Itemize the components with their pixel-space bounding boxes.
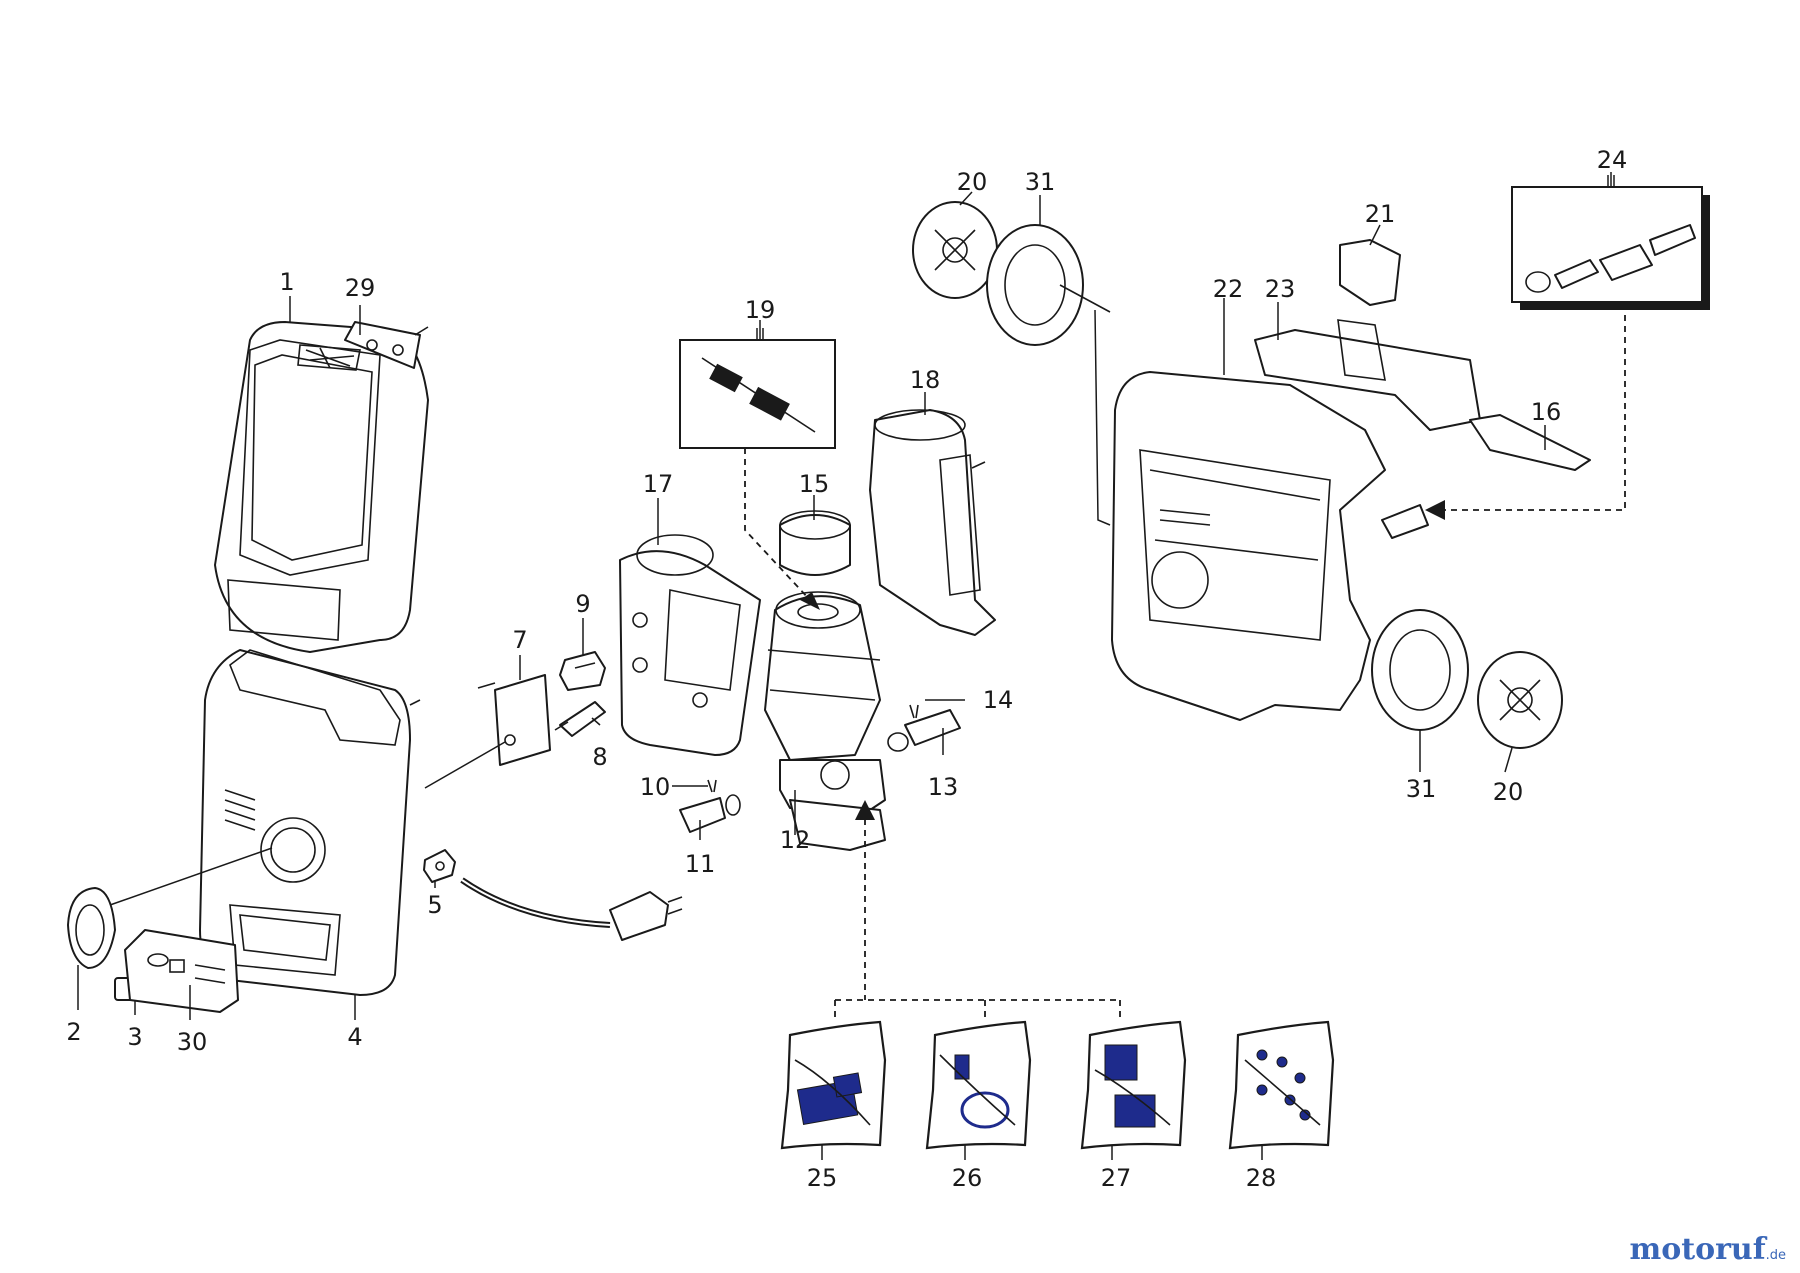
part-23-handle-bracket bbox=[1254, 319, 1481, 431]
watermark-logo: motoruf.de bbox=[1629, 1232, 1786, 1267]
part-5-switch bbox=[423, 849, 456, 883]
part-31-wheel-top bbox=[986, 224, 1111, 346]
part-2-knob bbox=[67, 887, 116, 969]
label-2: 2 bbox=[66, 1018, 81, 1046]
label-3: 3 bbox=[127, 1023, 142, 1051]
label-20-bottom: 20 bbox=[1493, 778, 1524, 806]
label-9: 9 bbox=[575, 590, 590, 618]
label-12: 12 bbox=[780, 826, 811, 854]
watermark-tld: .de bbox=[1765, 1248, 1786, 1263]
part-26-bag bbox=[925, 1020, 1032, 1150]
label-28: 28 bbox=[1246, 1164, 1277, 1192]
label-10: 10 bbox=[640, 773, 671, 801]
motor-pump-assembly bbox=[764, 591, 886, 851]
label-1: 1 bbox=[279, 268, 294, 296]
leader-24 bbox=[1435, 315, 1626, 511]
label-19: 19 bbox=[745, 296, 776, 324]
part-22-main-frame bbox=[1111, 371, 1386, 721]
leader-19 bbox=[744, 448, 811, 601]
part-29-grip-cover bbox=[344, 321, 429, 369]
part-30-control-panel bbox=[124, 929, 239, 1013]
label-31-bottom: 31 bbox=[1406, 775, 1437, 803]
label-25: 25 bbox=[807, 1164, 838, 1192]
part-25-bag bbox=[780, 1020, 887, 1150]
label-30: 30 bbox=[177, 1028, 208, 1056]
label-5: 5 bbox=[427, 891, 442, 919]
part-21-cover bbox=[1339, 239, 1401, 306]
part-28-bag bbox=[1228, 1020, 1335, 1150]
watermark-brand: motoruf bbox=[1629, 1232, 1766, 1267]
part-11-inlet bbox=[679, 779, 741, 833]
label-23: 23 bbox=[1265, 275, 1296, 303]
part-31-wheel-bottom bbox=[1371, 609, 1469, 731]
label-27: 27 bbox=[1101, 1164, 1132, 1192]
label-29: 29 bbox=[345, 274, 376, 302]
label-14: 14 bbox=[983, 686, 1014, 714]
label-24: 24 bbox=[1597, 146, 1628, 174]
label-20-top: 20 bbox=[957, 168, 988, 196]
label-18: 18 bbox=[910, 366, 941, 394]
accessory-bracket bbox=[834, 808, 1121, 1022]
label-22: 22 bbox=[1213, 275, 1244, 303]
label-8: 8 bbox=[592, 743, 607, 771]
label-11: 11 bbox=[685, 850, 716, 878]
part-15-motor-cap bbox=[779, 510, 851, 576]
label-16: 16 bbox=[1531, 398, 1562, 426]
leader-lines bbox=[77, 172, 1612, 1160]
part-27-bag bbox=[1080, 1020, 1187, 1150]
part-20-hubcap-top bbox=[912, 201, 998, 299]
part-18-shroud bbox=[869, 409, 996, 636]
kit-markers bbox=[756, 175, 1615, 340]
label-31-top: 31 bbox=[1025, 168, 1056, 196]
part-19-brush-kit-box bbox=[679, 339, 836, 449]
part-24-connector-box bbox=[1511, 186, 1710, 310]
part-8-sensor bbox=[554, 701, 606, 737]
part-9-relay bbox=[559, 651, 606, 691]
label-17: 17 bbox=[643, 470, 674, 498]
part-20-hubcap-bottom bbox=[1477, 651, 1563, 749]
part-1-hood bbox=[214, 321, 429, 653]
label-15: 15 bbox=[799, 470, 830, 498]
part-4-lower-housing bbox=[199, 649, 421, 996]
part-16-strip bbox=[1469, 414, 1591, 471]
power-cable-plug bbox=[460, 877, 683, 941]
part-numbers: 1 29 2 3 30 4 5 7 9 8 10 11 12 13 14 15 … bbox=[66, 146, 1627, 1192]
label-26: 26 bbox=[952, 1164, 983, 1192]
label-4: 4 bbox=[347, 1023, 362, 1051]
label-7: 7 bbox=[512, 626, 527, 654]
part-17-motor-housing bbox=[619, 534, 761, 756]
label-21: 21 bbox=[1365, 200, 1396, 228]
frame-inlet-fitting bbox=[1381, 504, 1429, 539]
part-7-pcb bbox=[424, 674, 551, 789]
part-13-outlet-fitting bbox=[887, 704, 961, 752]
label-13: 13 bbox=[928, 773, 959, 801]
